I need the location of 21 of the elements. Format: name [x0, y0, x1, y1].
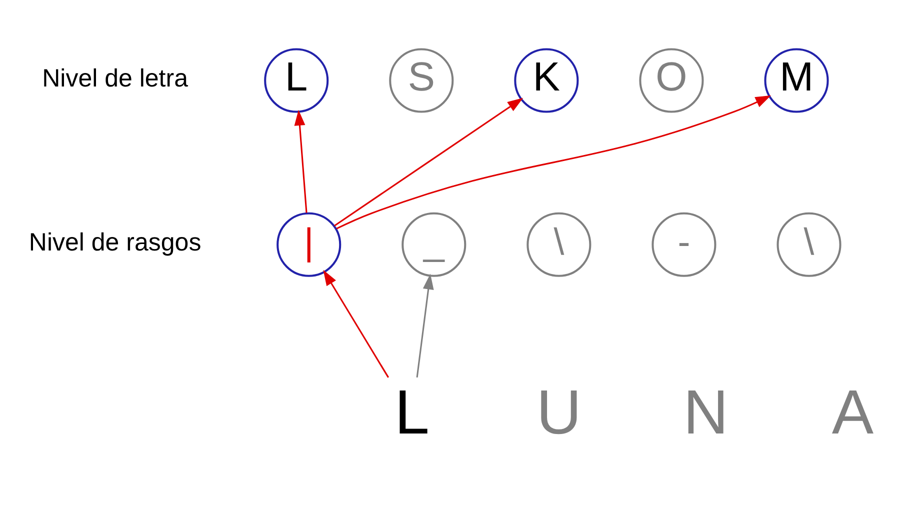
- arrow: [294, 110, 308, 213]
- node-circle: O: [639, 48, 704, 113]
- node-circle: M: [764, 48, 829, 113]
- node-circle: |: [276, 212, 342, 277]
- arrow: [334, 98, 524, 226]
- node-text: L: [394, 378, 430, 448]
- arrow: [336, 95, 772, 230]
- label: Nivel de letra: [42, 64, 188, 92]
- node-circle: L: [264, 48, 329, 113]
- label: A: [832, 378, 874, 448]
- label: Nivel de rasgos: [28, 228, 202, 257]
- node-circle: -: [652, 212, 716, 277]
- node-circle: \: [526, 212, 592, 277]
- node-circle: K: [514, 48, 579, 113]
- node-circle: S: [389, 48, 454, 113]
- node-circle: _: [402, 212, 466, 277]
- arrow: [416, 274, 434, 378]
- node-circle: \: [776, 212, 842, 277]
- arrow: [323, 270, 390, 378]
- label: N: [683, 378, 728, 448]
- label: U: [536, 378, 582, 448]
